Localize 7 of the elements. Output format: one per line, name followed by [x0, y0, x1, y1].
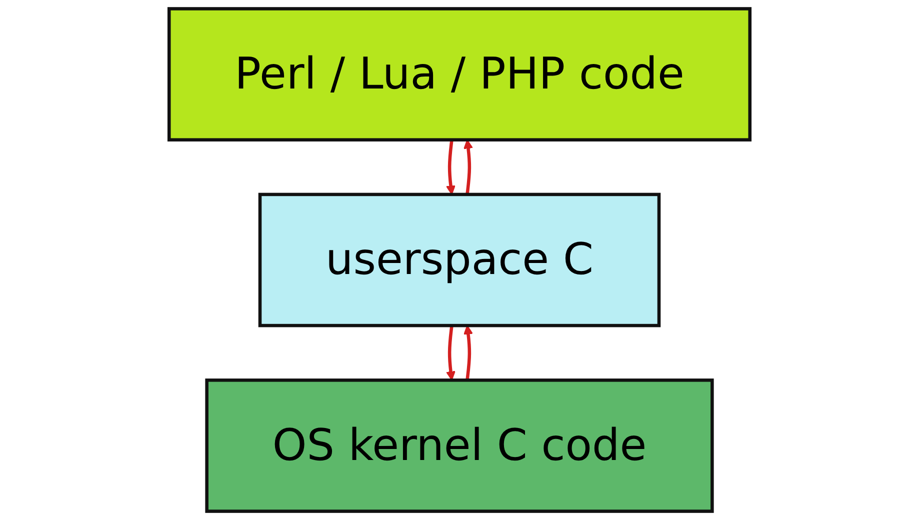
node-box: OS kernel C code	[205, 378, 714, 513]
arrow	[446, 140, 456, 195]
arrow	[463, 325, 473, 380]
node-box: Perl / Lua / PHP code	[167, 7, 752, 142]
node-box: userspace C	[258, 192, 661, 328]
arrow	[446, 325, 456, 381]
arrow	[463, 139, 473, 195]
